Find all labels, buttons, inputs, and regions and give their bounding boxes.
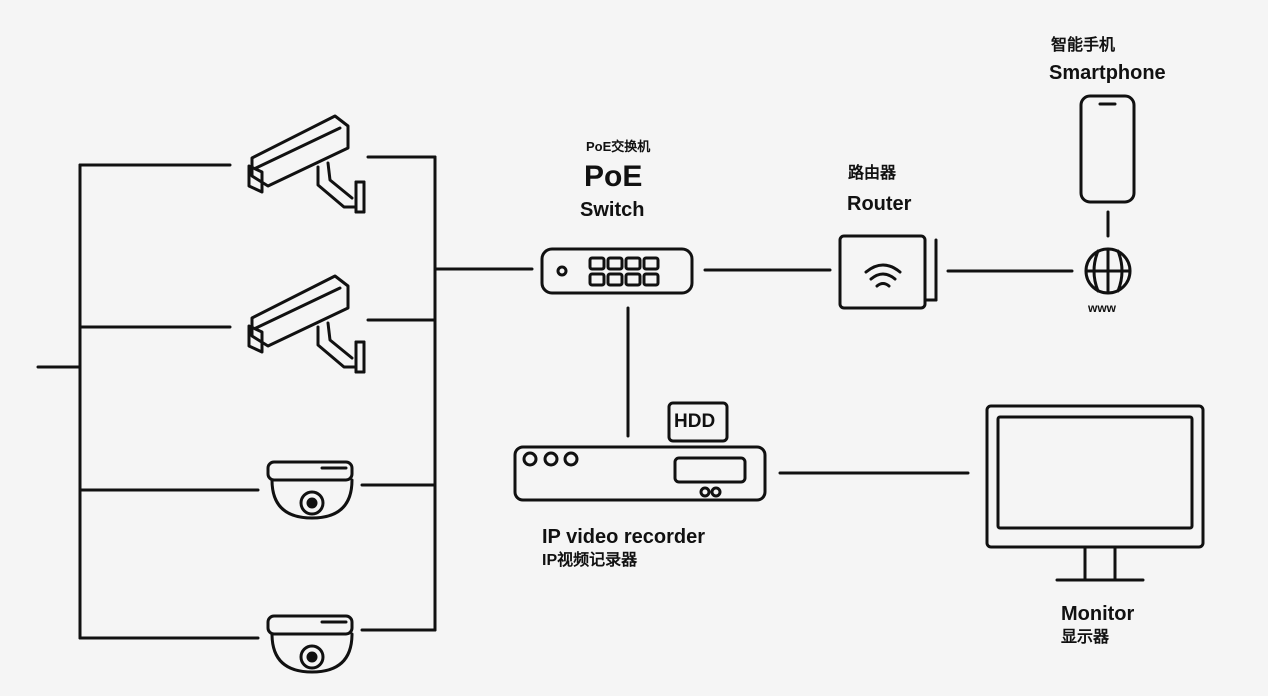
switch-label-big: PoE [584,160,643,193]
ip-video-recorder-icon [513,445,767,502]
recorder-label-zh: IP视频记录器 [542,552,638,569]
dome-camera-icon [266,614,354,674]
dome-camera-icon [266,460,354,520]
globe-icon [1084,247,1132,295]
router-label-zh: 路由器 [848,165,897,182]
camera-bus-left [36,163,260,640]
monitor-label-zh: 显示器 [1061,629,1110,646]
switch-label-en: Switch [580,199,645,221]
router-icon [838,234,938,310]
switch-label-zh: PoE交换机 [586,139,651,154]
bullet-camera-icon [247,274,366,374]
monitor-icon [985,404,1205,582]
smartphone-icon [1079,94,1136,204]
monitor-label-en: Monitor [1061,603,1135,625]
hdd-label: HDD [674,411,716,432]
smartphone-label-zh: 智能手机 [1051,37,1116,54]
smartphone-label-en: Smartphone [1049,62,1166,84]
poe-switch-icon [540,247,694,295]
bullet-camera-icon [247,114,366,214]
internet-label: www [1088,301,1117,315]
router-label-en: Router [847,193,912,215]
recorder-label-en: IP video recorder [542,526,706,548]
hdd-icon [667,401,729,443]
camera-bus-right [360,155,534,632]
